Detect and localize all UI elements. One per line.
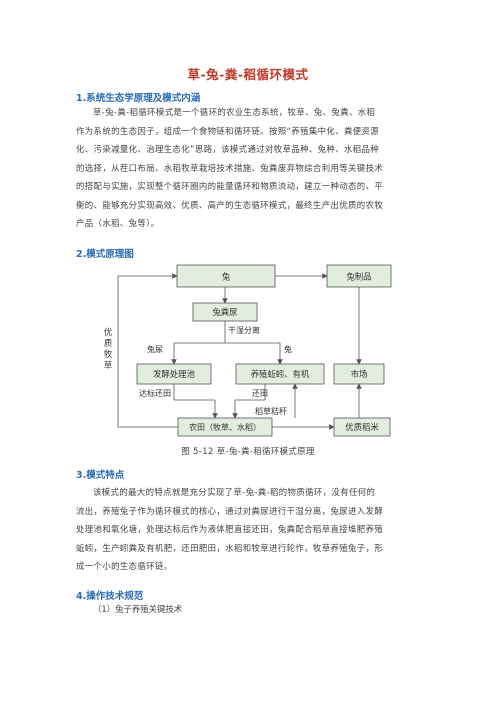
section-1-heading: 1.系统生态学原理及模式内涵 [76,93,201,104]
label-forage-1: 优 [104,327,112,337]
figure-caption: 图 5-12 草-兔-粪-稻循环模式原理 [181,446,315,456]
label-forage-3: 牧 [104,349,113,359]
label-market: 市场 [351,369,368,379]
label-rice: 优质稻米 [345,422,379,432]
s3-line: 流出，养殖兔子作为循环模式的核心，通过对粪尿进行干湿分离，兔尿进入发酵 [76,505,384,516]
s3-line: 处理池和氧化塘，处理达标后作为液体肥直接还田，兔粪配合稻草直接堆肥养殖 [76,524,384,534]
s1-line: 草-兔-粪-稻循环模式是一个循环的农业生态系统，牧草、兔、兔粪、水稻 [93,107,376,117]
label-field: 农田（牧草、水稻） [189,422,261,432]
arrow-forage-to-rabbit [117,273,178,428]
s1-line: 产品（水稻、兔等）。 [76,218,160,228]
s1-line: 作为系统的生态因子，组成一个食物链和循环链。按照“养殖集中化、粪便资源 [76,125,380,136]
label-urine: 兔尿 [147,344,163,354]
section-4-heading: 4.操作技术规范 [76,591,144,602]
section-3-heading: 3.模式特点 [76,470,125,481]
s1-line: 的选择，从茬口布局、水稻牧草栽培技术措施、兔粪废弃物综合利用等关键技术 [76,162,384,173]
label-straw: 稻草秸秆 [255,406,287,416]
s1-line: 化、污染减量化、治理生态化”思路，该模式通过对牧草品种、兔种、水稻品种 [76,144,380,154]
label-feces: 兔 [284,344,292,354]
section-4-subheading: （1）兔子养殖关键技术 [93,604,183,614]
label-dry-wet: 干湿分离 [228,325,260,335]
label-return2: 还田 [252,388,268,398]
label-return1: 达标还田 [139,388,171,398]
label-rabbit: 兔 [222,272,231,282]
label-ferment: 发酵处理池 [153,369,195,379]
label-forage-4: 草 [104,360,112,370]
s3-line: 蚯蚓，生产蚓粪及有机肥，还田肥田，水稻和牧草进行轮作，牧草养殖兔子，形 [76,542,384,553]
s1-line: 的搭配与实施，实现整个循环圈内的能量循环和物质流动，建立一种动态的、平 [76,181,384,191]
s3-line: 成一个小的生态循环链。 [76,561,173,571]
doc-title: 草-兔-粪-稻循环模式 [187,67,309,82]
s1-line: 衡的、能够充分实现高效、优质、高产的生态循环模式，最终生产出优质的农牧 [76,199,384,210]
label-manure: 兔粪尿 [212,307,237,317]
section-2-heading: 2.模式原理图 [76,249,134,260]
s3-line: 该模式的最大的特点就是充分实现了草-兔-粪-稻的物质循环，没有任何的 [93,487,376,497]
label-forage-2: 质 [104,338,112,348]
label-rabbit-products: 兔制品 [346,272,371,282]
label-worm: 养殖蚯蚓、有机 [251,369,310,379]
